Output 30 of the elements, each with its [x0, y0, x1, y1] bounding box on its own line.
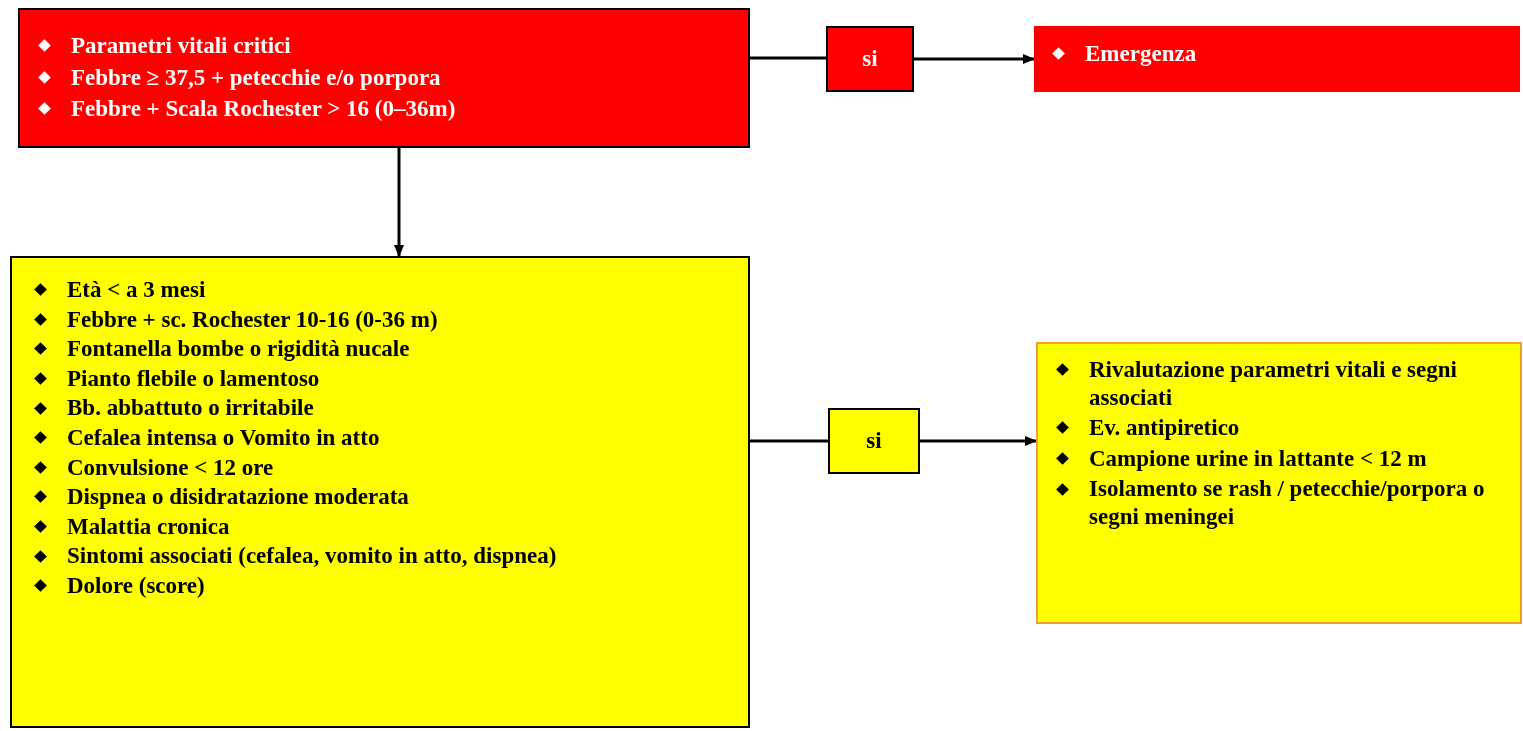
list-item: Febbre + Scala Rochester > 16 (0–36m) [71, 95, 456, 123]
list-item: Pianto flebile o lamentoso [67, 364, 320, 393]
list-item: Rivalutazione parametri vitali e segni associati [1089, 356, 1458, 412]
arrow [914, 54, 1035, 64]
list-item: Isolamento se rash / petecchie/porpora o segni meningei [1089, 475, 1486, 531]
list-item: Età < a 3 mesi [67, 276, 206, 304]
list-item: Ev. antipiretico [1089, 414, 1240, 442]
list-item: Campione urine in lattante < 12 m [1089, 444, 1427, 473]
list-item: Fontanella bombe o rigidità nucale [67, 335, 410, 363]
decision-box: si [826, 26, 914, 92]
list-item: Convulsione < 12 ore [67, 453, 274, 482]
connector-line [750, 56, 826, 60]
process-box [1036, 342, 1522, 624]
list-item: Malattia cronica [67, 512, 230, 541]
list-item: Bb. abbattuto o irritabile [67, 394, 314, 422]
arrow [394, 148, 404, 257]
arrow [920, 436, 1037, 446]
list-item: Dispnea o disidratazione moderata [67, 483, 409, 511]
list-item: Parametri vitali critici [71, 32, 291, 60]
process-box [1034, 26, 1520, 92]
connector-line [750, 439, 828, 443]
list-item: Emergenza [1085, 40, 1197, 68]
list-item: Dolore (score) [67, 571, 205, 600]
list-item: Cefalea intensa o Vomito in atto [67, 423, 380, 452]
list-item: Febbre + sc. Rochester 10-16 (0-36 m) [67, 305, 438, 334]
list-item: Febbre ≥ 37,5 + petecchie e/o porpora [71, 63, 441, 92]
list-item: Sintomi associati (cefalea, vomito in atto, dispnea) [67, 542, 557, 570]
process-box [10, 256, 750, 728]
decision-box: si [828, 408, 920, 474]
process-box [18, 8, 750, 148]
